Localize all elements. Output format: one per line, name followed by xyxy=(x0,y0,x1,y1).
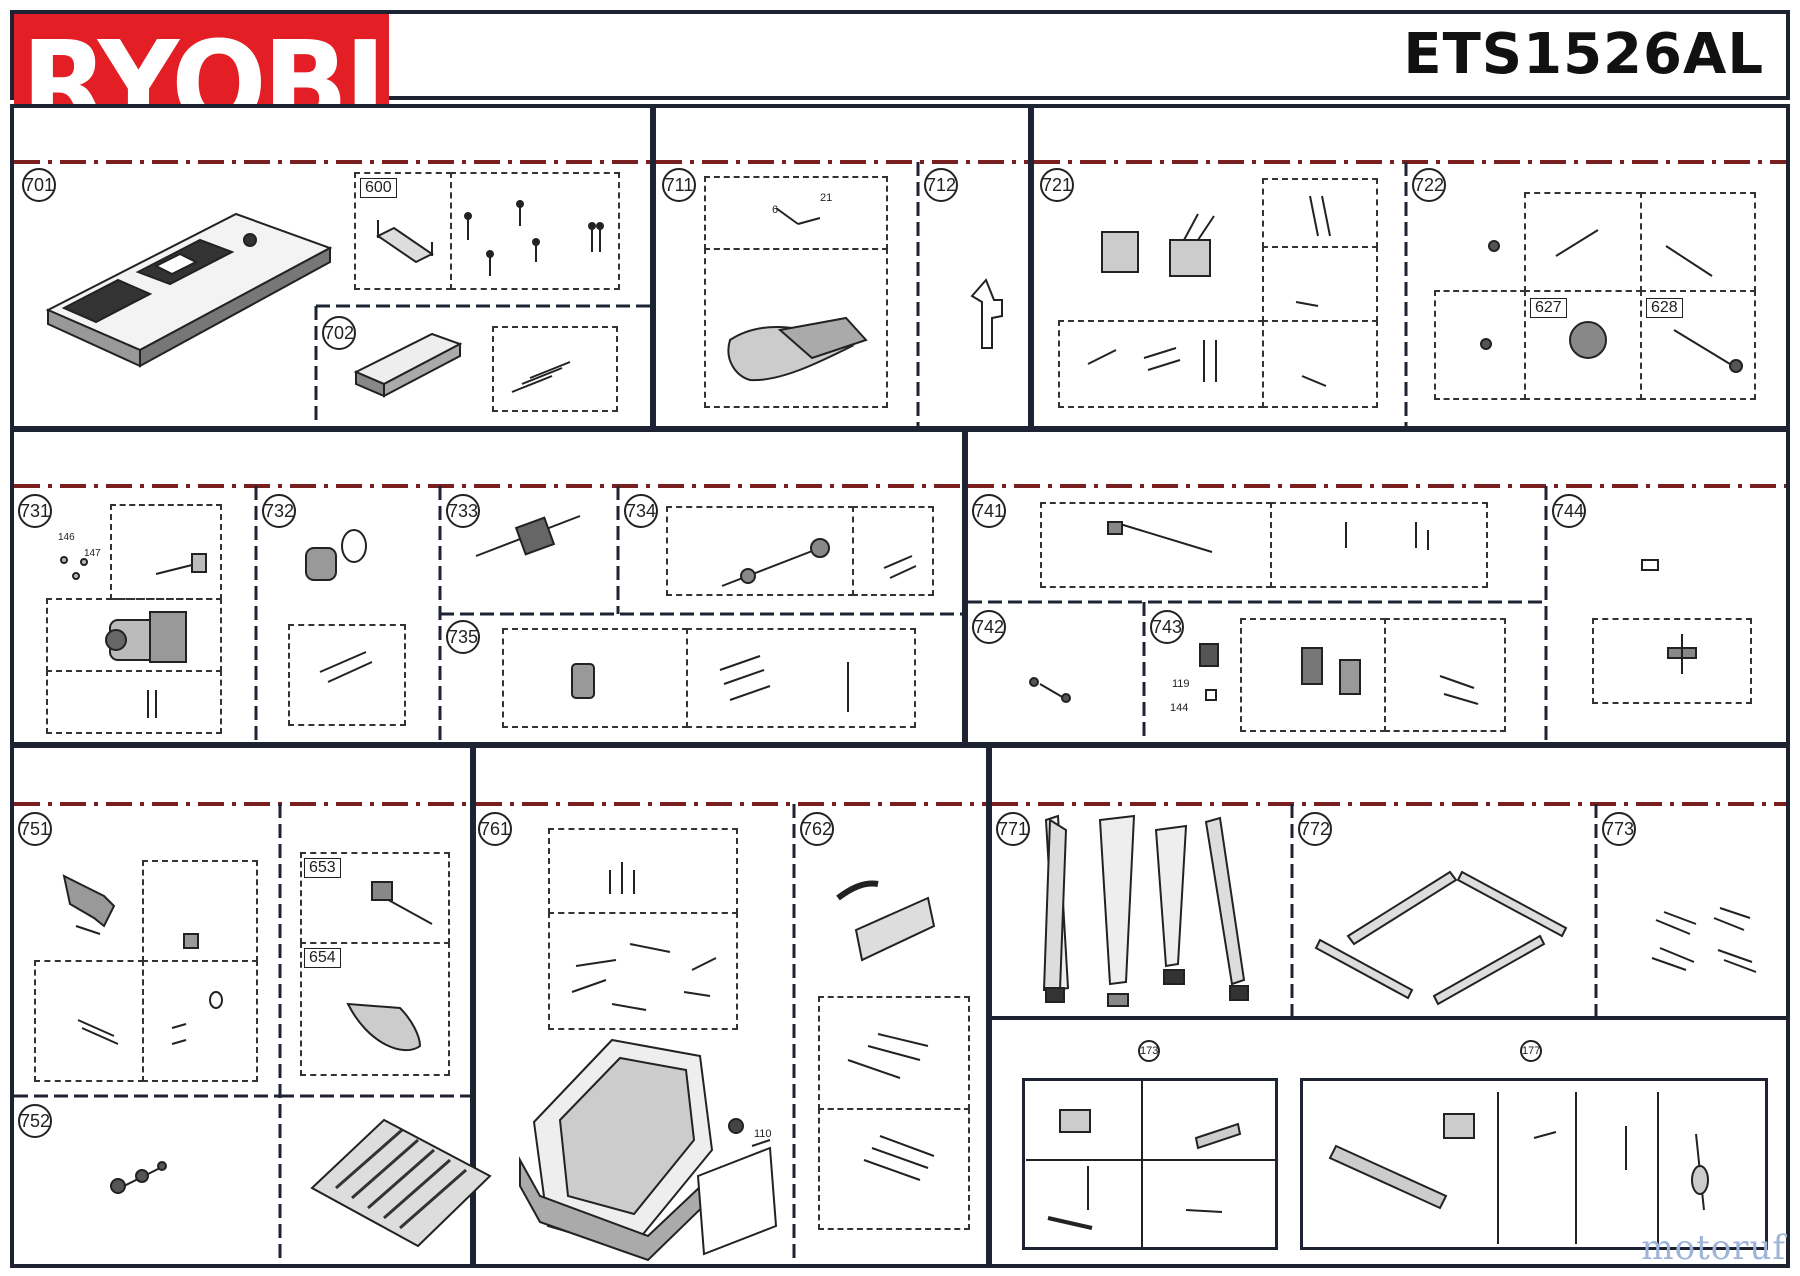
kit-box-734-b xyxy=(852,506,934,596)
kit-box-711-guard xyxy=(704,248,888,408)
callout-173: 173 xyxy=(1138,1040,1160,1062)
callout-742: 742 xyxy=(972,610,1006,644)
label-21: 21 xyxy=(820,192,833,204)
callout-702: 702 xyxy=(322,316,356,350)
callout-771: 771 xyxy=(996,812,1030,846)
callout-721: 721 xyxy=(1040,168,1074,202)
kit-box-741-b xyxy=(1270,502,1488,588)
leg-parts xyxy=(1042,814,1249,1007)
kit-box-702-screws xyxy=(492,326,618,412)
kit-box-654 xyxy=(300,942,450,1076)
kit-box-743-b xyxy=(1384,618,1506,732)
label-147: 147 xyxy=(84,548,101,559)
panel-group-720 xyxy=(1030,104,1790,430)
kit-box-628 xyxy=(1640,290,1756,400)
callout-722: 722 xyxy=(1412,168,1446,202)
ref-627: 627 xyxy=(1530,298,1567,318)
watermark: motoruf xyxy=(1641,1228,1786,1268)
callout-744: 744 xyxy=(1552,494,1586,528)
kit-box-744 xyxy=(1592,618,1752,704)
callout-731: 731 xyxy=(18,494,52,528)
callout-732: 732 xyxy=(262,494,296,528)
callout-733: 733 xyxy=(446,494,480,528)
callout-734: 734 xyxy=(624,494,658,528)
callout-773: 773 xyxy=(1602,812,1636,846)
kit-box-732 xyxy=(288,624,406,726)
ref-628: 628 xyxy=(1646,298,1683,318)
kit-box-731-c xyxy=(46,670,222,734)
kit-box-721-d xyxy=(1262,320,1378,408)
callout-177: 177 xyxy=(1520,1040,1542,1062)
panel-group-700 xyxy=(10,104,654,430)
callout-762: 762 xyxy=(800,812,834,846)
callout-735: 735 xyxy=(446,620,480,654)
label-146: 146 xyxy=(58,532,75,543)
callout-761: 761 xyxy=(478,812,512,846)
kit-box-735-b xyxy=(686,628,916,728)
ref-654: 654 xyxy=(304,948,341,968)
model-number: ETS1526AL xyxy=(1403,22,1764,87)
callout-743: 743 xyxy=(1150,610,1184,644)
callout-751: 751 xyxy=(18,812,52,846)
kit-box-751-c xyxy=(142,960,258,1082)
label-6: 6 xyxy=(772,204,779,216)
ref-653: 653 xyxy=(304,858,341,878)
callout-752: 752 xyxy=(18,1104,52,1138)
callout-712: 712 xyxy=(924,168,958,202)
table-top-part xyxy=(45,212,333,368)
label-144: 144 xyxy=(1170,702,1189,714)
kit-box-761-b xyxy=(548,912,738,1030)
label-119: 119 xyxy=(1172,678,1190,690)
callout-772: 772 xyxy=(1298,812,1332,846)
label-110: 110 xyxy=(754,1128,772,1140)
ref-600: 600 xyxy=(360,178,397,198)
callout-741: 741 xyxy=(972,494,1006,528)
callout-711: 711 xyxy=(662,168,696,202)
kit-box-762-b xyxy=(818,1108,970,1230)
callout-701: 701 xyxy=(22,168,56,202)
kit-box-701-screws xyxy=(450,172,620,290)
